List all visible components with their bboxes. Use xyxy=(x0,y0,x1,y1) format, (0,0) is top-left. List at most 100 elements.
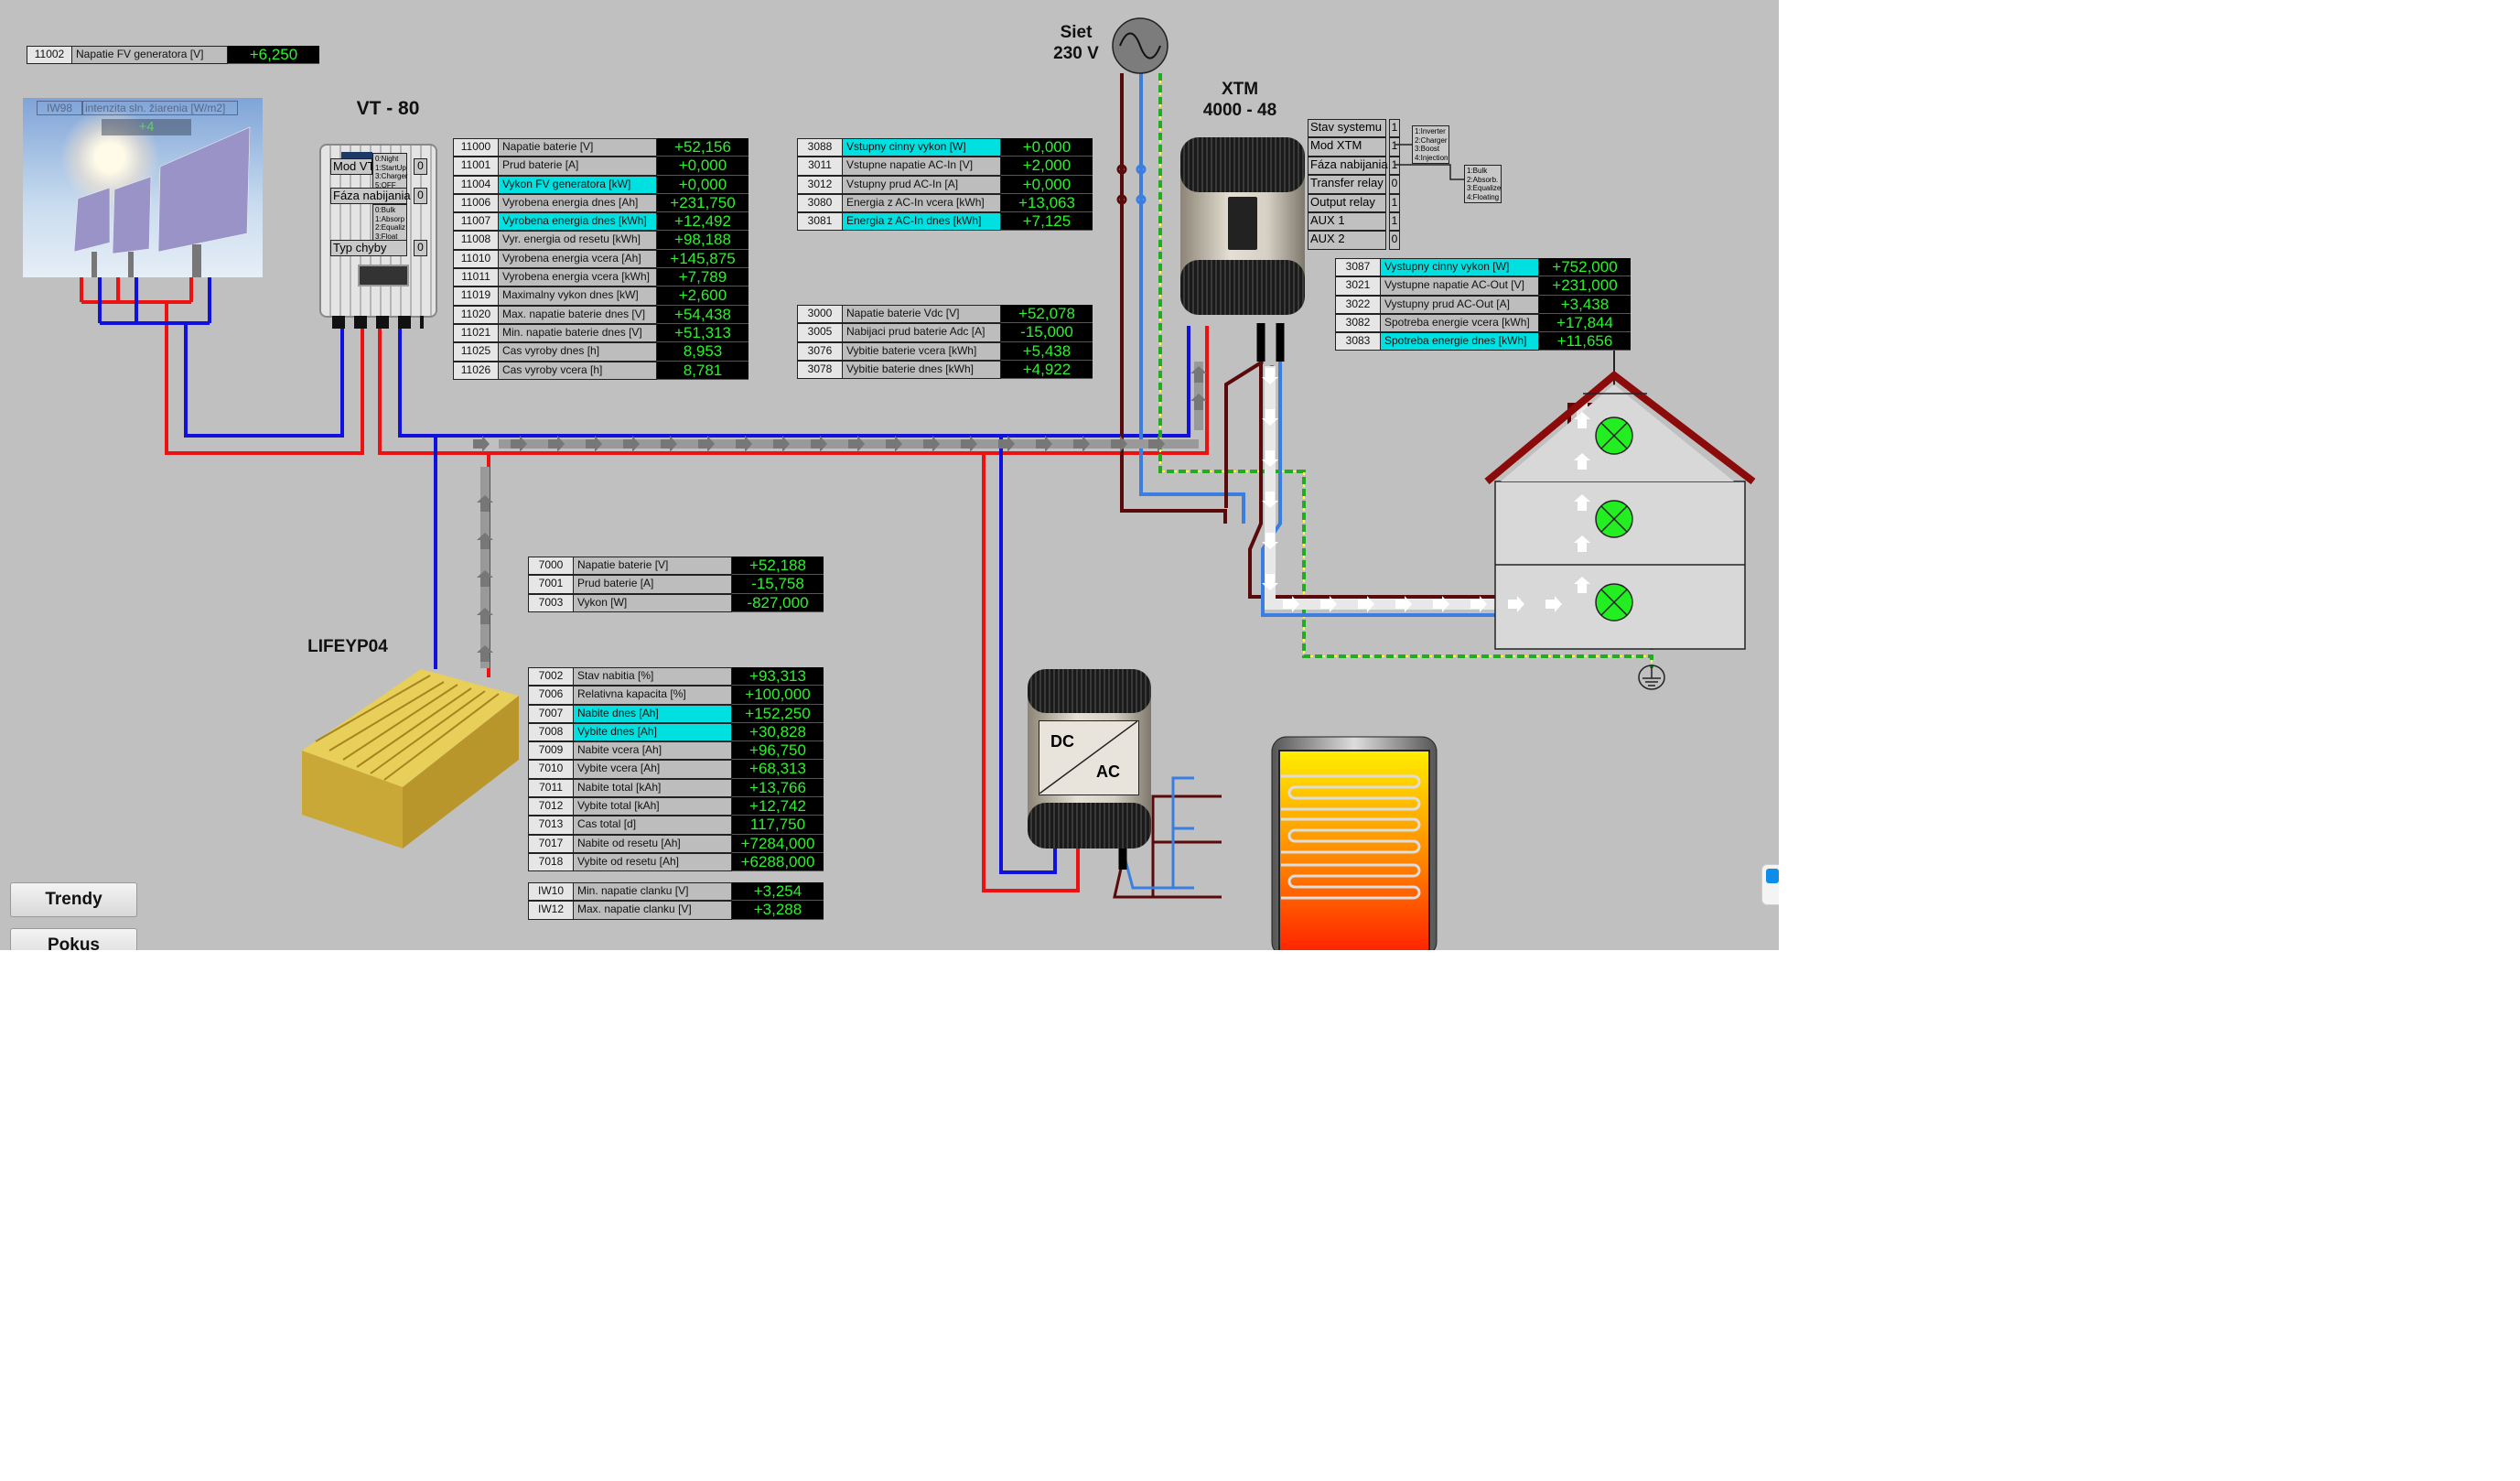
tag-label: Vybite vcera [Ah] xyxy=(574,760,732,779)
flow-arrow-icon xyxy=(1574,577,1590,593)
tag-value: +0,000 xyxy=(1001,175,1093,194)
tag-label: Vyr. energia od resetu [kWh] xyxy=(499,231,657,250)
status-label: Stav systemu xyxy=(1308,119,1386,138)
battery-pack-image xyxy=(302,669,519,849)
grid-earth-wire xyxy=(1158,73,1653,668)
vt-error-label: Typ chyby xyxy=(330,240,407,256)
tag-label: Vybite od resetu [Ah] xyxy=(574,852,732,872)
vt-title: VT - 80 xyxy=(356,98,420,119)
grid-neutral-wire xyxy=(1139,73,1245,524)
tag-label: Nabijaci prud baterie Adc [A] xyxy=(843,323,1001,342)
xtm-title: XTM xyxy=(1221,80,1259,99)
flow-arrow-icon xyxy=(1111,436,1127,452)
tag-value: +51,313 xyxy=(657,323,748,343)
xtm-inverter-image xyxy=(1180,137,1305,315)
tag-label: Spotreba energie vcera [kWh] xyxy=(1381,313,1539,333)
tag-label: Min. napatie baterie dnes [V] xyxy=(499,323,657,343)
tag-value: +3,254 xyxy=(732,882,824,902)
tag-value: +5,438 xyxy=(1001,341,1093,361)
flow-arrow-icon xyxy=(473,436,490,452)
tag-id: 7013 xyxy=(528,816,574,835)
tag-label: Vstupne napatie AC-In [V] xyxy=(843,157,1001,176)
tag-value: +12,492 xyxy=(657,212,748,232)
irradiance-readout: IW98 intenzita sln. žiarenia [W/m2] xyxy=(37,101,238,115)
vt-mode-label: Mod VT xyxy=(330,158,375,175)
flow-arrow-icon xyxy=(477,570,493,587)
flow-arrow-icon xyxy=(1262,574,1278,590)
tag-value: +96,750 xyxy=(732,741,824,761)
vt-error-value: 0 xyxy=(414,240,427,256)
tag-label: Maximalny vykon dnes [kW] xyxy=(499,286,657,306)
flow-arrow-icon xyxy=(1574,494,1590,511)
tag-value: +3,288 xyxy=(732,901,824,920)
tag-value: +98,188 xyxy=(657,231,748,250)
tag-id: 11007 xyxy=(453,212,499,232)
tag-id: 7012 xyxy=(528,797,574,816)
tag-id: 7011 xyxy=(528,778,574,798)
tag-id: 11025 xyxy=(453,342,499,362)
dcac-inverter-image: DC AC xyxy=(1028,669,1151,849)
flow-arrow-icon xyxy=(1283,596,1299,612)
tag-id: 11010 xyxy=(453,249,499,269)
tag-label: Napatie baterie [V] xyxy=(574,557,732,576)
tag-id: 11026 xyxy=(453,361,499,380)
flow-arrow-icon xyxy=(1545,596,1562,612)
tag-id: 7007 xyxy=(528,704,574,723)
grid-voltage: 230 V xyxy=(1053,44,1099,63)
pv-positive-wire xyxy=(80,273,364,455)
flow-arrow-icon xyxy=(1036,436,1052,452)
flow-arrow-icon xyxy=(1574,453,1590,470)
flow-arrow-icon xyxy=(1190,366,1207,383)
tag-label: Vyrobena energia dnes [kWh] xyxy=(499,212,657,232)
tag-label: Vstupny cinny vykon [W] xyxy=(843,138,1001,157)
tag-value: +11,656 xyxy=(1539,332,1631,351)
tag-value: +2,600 xyxy=(657,286,748,306)
tag-label: Nabite dnes [Ah] xyxy=(574,704,732,723)
flow-arrow-icon xyxy=(548,436,565,452)
teamviewer-tab[interactable] xyxy=(1761,864,1779,905)
tag-value: +152,250 xyxy=(732,704,824,723)
flow-arrow-icon xyxy=(923,436,940,452)
xtm-model: 4000 - 48 xyxy=(1202,101,1277,120)
tag-value: +52,156 xyxy=(657,138,748,157)
boiler-neutral-wire xyxy=(1124,776,1194,890)
tag-label: Energia z AC-In dnes [kWh] xyxy=(843,212,1001,232)
tag-id: IW98 xyxy=(37,101,82,115)
flow-arrow-icon xyxy=(477,608,493,624)
tag-value: +2,000 xyxy=(1001,157,1093,176)
tag-label: Napatie baterie [V] xyxy=(499,138,657,157)
tag-label: Vystupny cinny vykon [W] xyxy=(1381,258,1539,277)
ground-icon xyxy=(1638,665,1665,690)
flow-arrow-icon xyxy=(1190,394,1207,410)
tag-id: 3021 xyxy=(1335,276,1381,296)
status-label: Transfer relay xyxy=(1308,175,1386,194)
status-label: Output relay xyxy=(1308,193,1386,212)
flow-arrow-icon xyxy=(1262,533,1278,549)
test-button[interactable]: Pokus xyxy=(10,928,137,950)
tag-label: Vybitie baterie vcera [kWh] xyxy=(843,341,1001,361)
tag-id: 11004 xyxy=(453,175,499,194)
status-value: 0 xyxy=(1389,231,1400,250)
tag-label: Cas vyroby vcera [h] xyxy=(499,361,657,380)
trends-button[interactable]: Trendy xyxy=(10,882,137,917)
legend-connectors xyxy=(1395,144,1464,180)
irradiance-value: +4 xyxy=(102,119,191,135)
